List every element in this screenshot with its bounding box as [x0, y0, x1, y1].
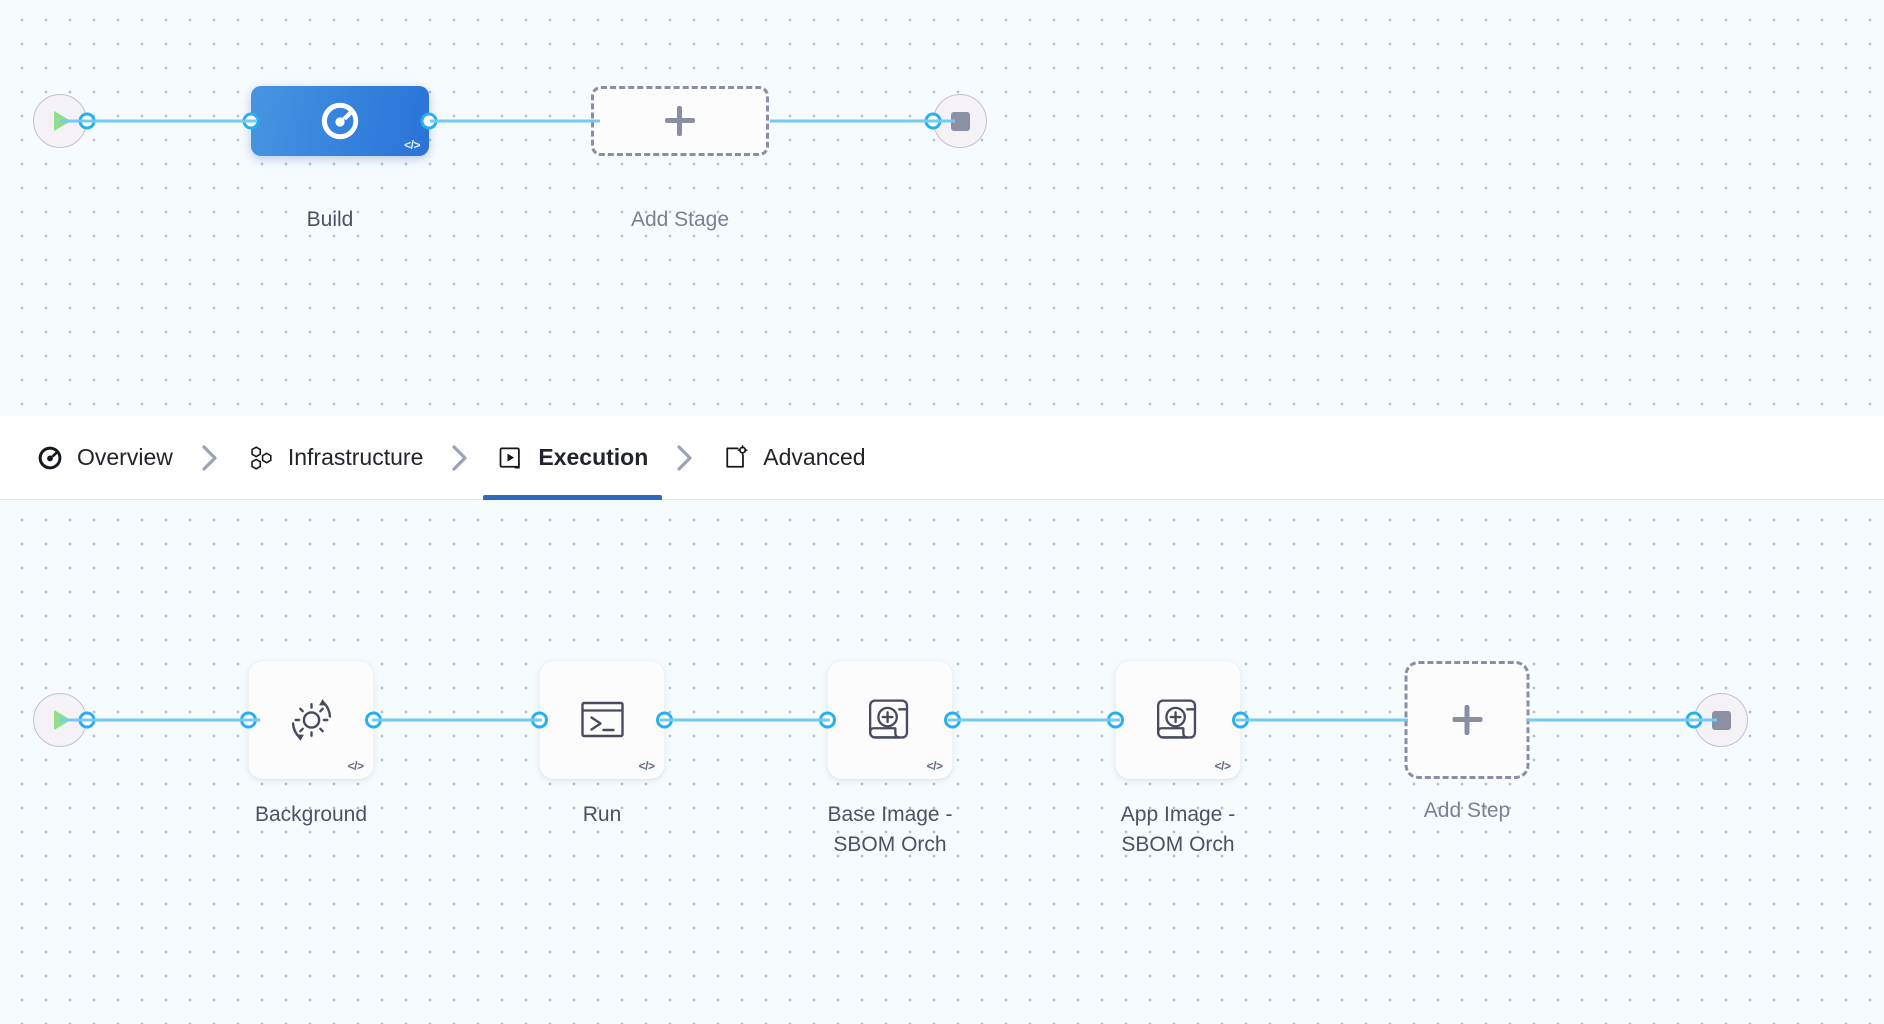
play-box-icon [497, 444, 525, 472]
plus-icon [665, 106, 695, 136]
add-stage-node[interactable] [591, 86, 769, 156]
tab-separator-3 [662, 443, 708, 473]
stage-link-addstage-end [770, 119, 955, 123]
tab-execution[interactable]: Execution [483, 416, 663, 500]
stage-node-build[interactable]: </> [242, 86, 438, 156]
step-link-app-addstep [1236, 718, 1408, 722]
terminal-icon [580, 701, 624, 738]
tab-label-infrastructure: Infrastructure [287, 444, 424, 470]
stage-link-start-build [60, 119, 256, 123]
step-label-app-image-sbom-orch: App Image - SBOM Orch [1120, 803, 1236, 856]
code-badge: </> [638, 759, 655, 773]
step-node-app-image-sbom-orch[interactable]: </> [1107, 661, 1249, 779]
step-node-run[interactable]: </> [531, 661, 673, 779]
execution-canvas[interactable]: </> Background </> Run [0, 500, 1884, 1024]
code-badge: </> [347, 759, 364, 773]
add-stage-label: Add Stage [630, 208, 730, 231]
add-stage-button[interactable] [591, 86, 769, 156]
step-node-background[interactable]: </> [240, 661, 382, 779]
add-step-button[interactable] [1404, 661, 1530, 779]
step-label-base-image-sbom-orch: Base Image - SBOM Orch [827, 803, 953, 856]
step-card-background[interactable]: </> [248, 661, 374, 779]
stage-config-tabs: Overview Infrastructure [0, 416, 1884, 500]
tab-infrastructure[interactable]: Infrastructure [233, 416, 438, 500]
stop-icon [950, 111, 970, 131]
code-badge: </> [404, 138, 420, 152]
stage-card-build[interactable]: </> [251, 86, 429, 156]
tab-label-overview: Overview [77, 444, 173, 470]
overview-circle-icon [36, 444, 64, 472]
step-card-run[interactable]: </> [539, 661, 665, 779]
step-link-base-app [948, 718, 1120, 722]
tab-advanced[interactable]: Advanced [708, 416, 879, 500]
step-node-base-image-sbom-orch[interactable]: </> [819, 661, 961, 779]
step-label-background: Background [254, 803, 368, 826]
stop-icon [1711, 710, 1731, 730]
stage-link-build-addstage [430, 119, 600, 123]
step-link-run-base [660, 718, 830, 722]
chevron-right-icon [677, 444, 692, 471]
tab-label-execution: Execution [538, 444, 649, 470]
scroll-plus-icon [868, 699, 908, 739]
step-link-start-background [60, 718, 260, 722]
add-step-node[interactable] [1404, 661, 1530, 779]
step-link-background-run [372, 718, 542, 722]
tab-overview[interactable]: Overview [22, 416, 187, 500]
step-link-addstep-end [1527, 718, 1717, 722]
code-badge: </> [926, 759, 943, 773]
plus-icon [1452, 705, 1482, 735]
tab-separator-2 [437, 443, 483, 473]
stage-label-build: Build [306, 208, 354, 231]
hexagons-icon [247, 444, 275, 472]
page-gear-icon [722, 444, 750, 472]
harness-ci-icon [321, 102, 359, 140]
chevron-right-icon [202, 444, 217, 471]
scroll-plus-icon [1156, 699, 1196, 739]
code-badge: </> [1214, 759, 1231, 773]
step-card-base-image-sbom-orch[interactable]: </> [827, 661, 953, 779]
step-card-app-image-sbom-orch[interactable]: </> [1115, 661, 1241, 779]
stage-canvas[interactable]: </> Build Add Stage [0, 0, 1884, 416]
chevron-right-icon [452, 444, 467, 471]
step-label-run: Run [582, 803, 622, 826]
tab-label-advanced: Advanced [763, 444, 866, 470]
gear-refresh-icon [291, 699, 331, 741]
tab-separator-1 [187, 443, 233, 473]
add-step-label: Add Step [1423, 799, 1511, 822]
